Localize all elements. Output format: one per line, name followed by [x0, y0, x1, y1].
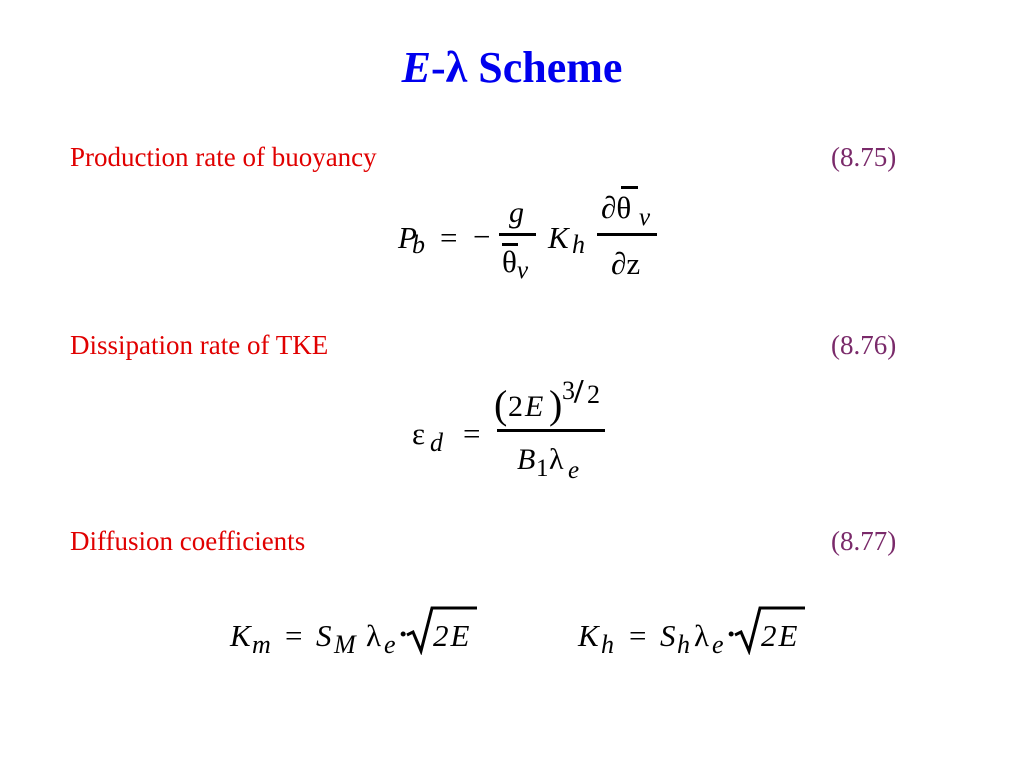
eq876-lambda: λ: [549, 443, 564, 476]
section-heading-diffusion: Diffusion coefficients: [70, 526, 306, 556]
eq875-fraction-bar-1: [499, 233, 536, 236]
eq876-sub-d: d: [430, 428, 443, 457]
eq875-overbar-1: [502, 243, 518, 246]
equation-number-875: (8.75): [831, 142, 897, 172]
eq877-km-sqrt-icon: [406, 606, 477, 655]
title-variable: E: [401, 43, 431, 92]
eq876-rparen: ): [549, 382, 563, 427]
eq875-fraction-bar-2: [597, 233, 657, 236]
eq875-g: g: [509, 196, 524, 229]
equation-number-876: (8.76): [831, 330, 897, 360]
eq876-fraction-bar: [497, 429, 605, 432]
title-text: -λ Scheme: [430, 43, 623, 92]
eq876-exp-slash: /: [574, 373, 584, 410]
eq877-km-K: K: [230, 618, 251, 653]
equation-number-877: (8.77): [831, 526, 897, 556]
eq877-km-lambda-sub: e: [384, 630, 396, 659]
eq877-kh-lambda-sub: e: [712, 630, 724, 659]
eq876-exp-3: 3: [562, 376, 575, 405]
eq875-overbar-2: [621, 186, 638, 189]
eq877-kh-S-sub: h: [677, 630, 690, 659]
eq875-minus: −: [473, 219, 491, 254]
eq876-lparen: (: [494, 382, 508, 427]
eq875-partial-num: ∂θ: [601, 190, 632, 225]
eq875-partial-num-sub: v: [639, 204, 651, 231]
eq876-E: E: [525, 390, 544, 423]
eq877-km-sub: m: [252, 630, 271, 659]
eq876-B: B: [517, 443, 536, 476]
eq877-km-S: S: [316, 618, 332, 653]
eq876-epsilon: ε: [412, 416, 426, 451]
eq876-equals: =: [463, 416, 481, 451]
eq876-exp-2: 2: [587, 380, 600, 409]
eq876-B-sub: 1: [536, 455, 549, 482]
eq875-sub-b: b: [412, 230, 425, 259]
eq877-km-dot: ·: [398, 616, 409, 651]
eq876-lambda-sub: e: [568, 457, 580, 484]
eq877-kh-sub: h: [601, 630, 614, 659]
eq875-K-sub: h: [572, 230, 585, 259]
eq877-km-equals: =: [285, 618, 303, 653]
eq875-K: K: [548, 220, 569, 255]
eq877-km-lambda: λ: [366, 618, 382, 653]
eq877-km-S-sub: M: [334, 630, 356, 659]
eq877-kh-equals: =: [629, 618, 647, 653]
eq875-equals: =: [440, 220, 458, 255]
section-heading-dissipation: Dissipation rate of TKE: [70, 330, 329, 360]
eq877-kh-radicand: 2E: [761, 618, 800, 653]
eq875-theta-den: θ: [502, 244, 517, 279]
eq877-kh-dot: ·: [726, 616, 737, 651]
eq875-theta-den-sub: v: [517, 257, 529, 284]
eq875-P: P: [398, 220, 417, 255]
slide-title: E-λ Scheme: [0, 40, 1024, 96]
section-heading-buoyancy: Production rate of buoyancy: [70, 142, 377, 172]
eq877-km-radicand: 2E: [433, 618, 472, 653]
eq877-kh-sqrt-icon: [734, 606, 805, 655]
eq877-kh-K: K: [578, 618, 599, 653]
eq877-kh-lambda: λ: [694, 618, 710, 653]
eq875-partial-den: ∂z: [611, 246, 641, 281]
eq877-kh-S: S: [660, 618, 676, 653]
eq876-two: 2: [508, 390, 523, 423]
